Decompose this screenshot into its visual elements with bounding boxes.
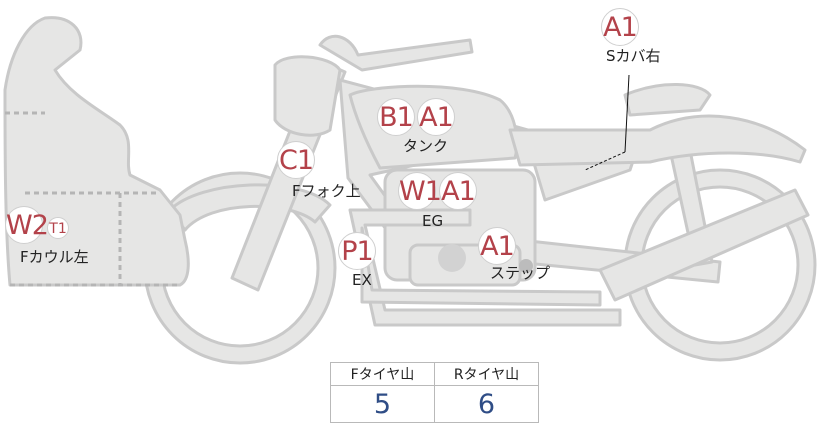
engine-code-badge-2[interactable]: A1 <box>439 172 477 210</box>
tank-code-badge-2[interactable]: A1 <box>417 98 455 136</box>
exhaust-code-badge[interactable]: P1 <box>338 232 376 270</box>
front-cowl <box>3 16 190 287</box>
front-cowl-left-subcode-badge[interactable]: T1 <box>47 217 69 239</box>
rear-tread-header: Rタイヤ山 <box>434 362 539 386</box>
front-fork-label: Fフォク上 <box>292 182 361 200</box>
handlebar <box>318 34 474 72</box>
front-cowl-left-code-badge[interactable]: W2 <box>5 206 49 244</box>
cowl-guide-lines <box>5 111 180 287</box>
seat-tail <box>508 114 807 167</box>
front-tread-value: 5 <box>330 385 435 423</box>
tank-label: タンク <box>403 137 449 155</box>
step-label: ステップ <box>490 264 551 282</box>
front-cowl-left-label: Fカウル左 <box>20 248 89 266</box>
front-fork-code-badge[interactable]: C1 <box>277 141 315 179</box>
tire-tread-table: Fタイヤ山 Rタイヤ山 5 6 <box>330 362 539 423</box>
step-code-badge[interactable]: A1 <box>478 227 516 265</box>
front-tread-header: Fタイヤ山 <box>330 362 435 386</box>
s-cover-right-label: Sカバ右 <box>606 47 661 65</box>
rear-tread-value: 6 <box>434 385 539 423</box>
exhaust-pipe <box>348 208 622 327</box>
engine-label: EG <box>422 212 444 230</box>
s-cover-leader <box>584 74 630 171</box>
engine-code-badge-1[interactable]: W1 <box>398 172 442 210</box>
tank-code-badge-1[interactable]: B1 <box>377 98 415 136</box>
exhaust-label: EX <box>352 271 372 289</box>
headlight-cover <box>273 55 342 137</box>
s-cover-right-code-badge[interactable]: A1 <box>601 8 639 46</box>
muffler <box>598 188 810 302</box>
